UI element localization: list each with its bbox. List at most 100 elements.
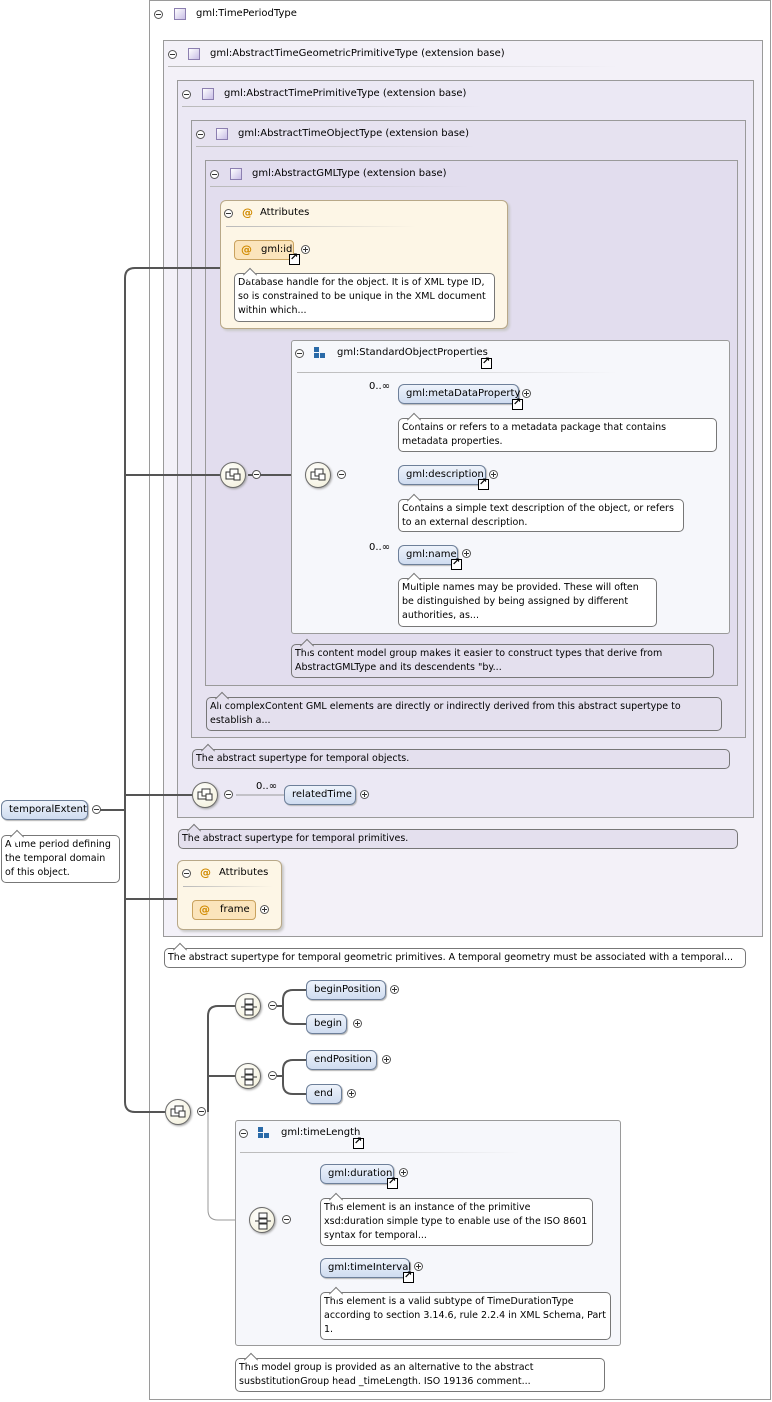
metadata-doc: Contains or refers to a metadata package… xyxy=(398,418,717,452)
attributes-at-icon: @ xyxy=(242,206,253,219)
name-element[interactable]: gml:name xyxy=(398,545,458,565)
choice-compositor-icon[interactable] xyxy=(235,993,261,1019)
primitive-type-title: gml:AbstractTimePrimitiveType (extension… xyxy=(224,88,467,99)
link-icon[interactable] xyxy=(403,1270,414,1283)
complex-type-icon xyxy=(188,48,200,60)
duration-element[interactable]: gml:duration xyxy=(320,1164,394,1184)
separator xyxy=(168,66,618,67)
collapse-primitive-icon[interactable] xyxy=(182,90,191,99)
related-time-occurrence: 0..∞ xyxy=(256,781,278,792)
time-interval-element[interactable]: gml:timeInterval xyxy=(320,1258,411,1278)
separator xyxy=(226,226,416,227)
gml-id-label: gml:id xyxy=(261,244,293,255)
expand-related-time-icon[interactable] xyxy=(360,790,369,799)
choice-compositor-icon[interactable] xyxy=(235,1063,261,1089)
link-icon[interactable] xyxy=(387,1176,398,1189)
model-group-icon xyxy=(314,347,327,360)
collapse-geometric-primitive-icon[interactable] xyxy=(168,50,177,59)
sequence-compositor-icon[interactable] xyxy=(192,782,218,808)
collapse-choice-icon[interactable] xyxy=(197,1107,206,1116)
separator xyxy=(240,1152,520,1153)
link-icon[interactable] xyxy=(478,477,489,490)
description-doc: Contains a simple text description of th… xyxy=(398,499,684,532)
end-position-element[interactable]: endPosition xyxy=(306,1050,377,1070)
meta-occurrence: 0..∞ xyxy=(369,381,391,392)
expand-begin-icon[interactable] xyxy=(353,1019,362,1028)
collapse-choice-icon[interactable] xyxy=(268,1001,277,1010)
description-element[interactable]: gml:description xyxy=(398,465,486,485)
complex-type-icon xyxy=(174,8,186,20)
expand-gml-id-icon[interactable] xyxy=(301,245,310,254)
primitive-type-doc: The abstract supertype for temporal prim… xyxy=(178,829,738,849)
frame-label: frame xyxy=(220,904,250,915)
link-icon[interactable] xyxy=(353,1136,364,1149)
sequence-compositor-icon[interactable] xyxy=(220,462,246,488)
model-group-icon xyxy=(258,1127,271,1140)
begin-element[interactable]: begin xyxy=(306,1014,347,1034)
link-icon[interactable] xyxy=(512,397,523,410)
separator xyxy=(182,106,482,107)
collapse-time-period-icon[interactable] xyxy=(154,10,163,19)
separator xyxy=(183,886,273,887)
expand-end-position-icon[interactable] xyxy=(382,1055,391,1064)
metadata-property-element[interactable]: gml:metaDataProperty xyxy=(398,384,520,404)
collapse-attributes-icon[interactable] xyxy=(182,869,191,878)
gml-type-doc: All complexContent GML elements are dire… xyxy=(206,697,722,731)
expand-end-icon[interactable] xyxy=(347,1089,356,1098)
begin-position-element[interactable]: beginPosition xyxy=(306,980,386,1000)
name-doc: Multiple names may be provided. These wi… xyxy=(398,578,657,627)
collapse-choice-icon[interactable] xyxy=(268,1071,277,1080)
separator xyxy=(297,372,617,373)
collapse-standard-props-icon[interactable] xyxy=(295,349,304,358)
time-length-group-doc: This model group is provided as an alter… xyxy=(235,1358,605,1392)
collapse-time-length-icon[interactable] xyxy=(239,1129,248,1138)
collapse-object-icon[interactable] xyxy=(196,130,205,139)
standard-props-group-doc: This content model group makes it easier… xyxy=(291,644,714,678)
collapse-compositor-icon[interactable] xyxy=(252,470,261,479)
temporal-extent-doc: A time period defining the temporal doma… xyxy=(1,835,120,883)
expand-time-interval-icon[interactable] xyxy=(414,1262,423,1271)
attribute-at-icon: @ xyxy=(199,903,210,916)
choice-compositor-icon[interactable] xyxy=(249,1207,275,1233)
collapse-choice-icon[interactable] xyxy=(282,1215,291,1224)
geometric-type-doc: The abstract supertype for temporal geom… xyxy=(164,948,746,968)
time-length-title: gml:timeLength xyxy=(281,1127,361,1138)
collapse-gml-type-icon[interactable] xyxy=(210,170,219,179)
object-type-title: gml:AbstractTimeObjectType (extension ba… xyxy=(238,128,469,139)
duration-doc: This element is an instance of the primi… xyxy=(320,1198,593,1246)
choice-compositor-icon[interactable] xyxy=(165,1099,191,1125)
gml-id-attribute[interactable]: @ gml:id xyxy=(234,240,294,260)
end-element[interactable]: end xyxy=(306,1084,342,1104)
collapse-attributes-icon[interactable] xyxy=(224,209,233,218)
complex-type-icon xyxy=(202,88,214,100)
collapse-compositor-icon[interactable] xyxy=(224,790,233,799)
attribute-at-icon: @ xyxy=(241,243,252,256)
expand-frame-icon[interactable] xyxy=(260,905,269,914)
gml-type-title: gml:AbstractGMLType (extension base) xyxy=(252,168,447,179)
expand-duration-icon[interactable] xyxy=(399,1168,408,1177)
expand-name-icon[interactable] xyxy=(462,549,471,558)
frame-attribute[interactable]: @ frame xyxy=(192,900,256,920)
time-period-type-title: gml:TimePeriodType xyxy=(196,8,297,19)
temporal-extent-element[interactable]: temporalExtent xyxy=(1,800,88,820)
separator xyxy=(196,146,476,147)
related-time-element[interactable]: relatedTime xyxy=(284,785,356,805)
expand-begin-position-icon[interactable] xyxy=(390,985,399,994)
complex-type-icon xyxy=(216,128,228,140)
expand-description-icon[interactable] xyxy=(489,470,498,479)
time-interval-doc: This element is a valid subtype of TimeD… xyxy=(320,1292,611,1340)
link-icon[interactable] xyxy=(289,252,300,265)
object-type-doc: The abstract supertype for temporal obje… xyxy=(192,749,730,769)
attributes-at-icon: @ xyxy=(200,866,211,879)
complex-type-icon xyxy=(230,168,242,180)
separator xyxy=(210,186,470,187)
link-icon[interactable] xyxy=(451,557,462,570)
sequence-compositor-icon[interactable] xyxy=(305,462,331,488)
link-icon[interactable] xyxy=(481,356,492,369)
expand-metadata-icon[interactable] xyxy=(522,389,531,398)
gml-attributes-title: Attributes xyxy=(260,207,310,218)
collapse-temporal-extent-icon[interactable] xyxy=(92,805,101,814)
collapse-compositor-icon[interactable] xyxy=(337,470,346,479)
name-occurrence: 0..∞ xyxy=(369,542,391,553)
geometric-primitive-type-title: gml:AbstractTimeGeometricPrimitiveType (… xyxy=(210,48,505,59)
